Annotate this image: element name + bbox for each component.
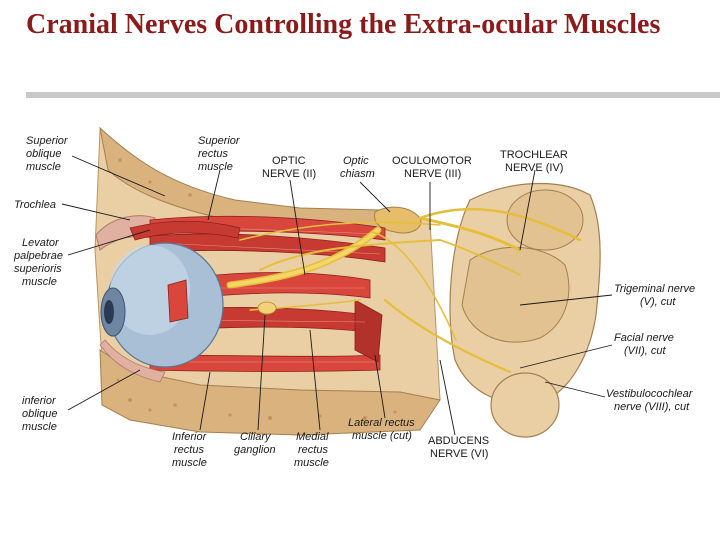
pupil: [104, 300, 114, 324]
label-lateral-rectus: Lateral rectus muscle (cut): [348, 417, 418, 442]
superior-oblique-over-eye: [129, 220, 241, 241]
slide-title: Cranial Nerves Controlling the Extra-ocu…: [26, 9, 661, 40]
cerebellum-lobe: [490, 372, 560, 438]
label-ciliary-ganglion: Ciliary ganglion: [234, 431, 276, 456]
optic-chiasm: [374, 206, 422, 234]
label-facial: Facial nerve (VII), cut: [614, 332, 677, 357]
label-superior-rectus: Superior rectus muscle: [198, 135, 243, 173]
medulla: [506, 189, 584, 251]
title-divider: [26, 92, 720, 98]
label-inferior-oblique: inferior oblique muscle: [22, 395, 61, 433]
insertion-stub: [167, 279, 189, 323]
anatomy-illustration: Superior oblique muscle Superior rectus …: [0, 100, 720, 540]
label-trochlea: Trochlea: [14, 199, 56, 211]
label-trigeminal: Trigeminal nerve (V), cut: [614, 283, 698, 308]
label-levator: Levator palpebrae superioris muscle: [13, 237, 66, 288]
label-vestibulocochlear: Vestibulocochlear nerve (VIII), cut: [606, 388, 695, 413]
ciliary-ganglion: [257, 301, 277, 315]
label-abducens: ABDUCENS NERVE (VI): [428, 435, 492, 460]
leader-lines: [61, 155, 613, 436]
labels: Superior oblique muscle Superior rectus …: [13, 135, 698, 469]
label-oculomotor: OCULOMOTOR NERVE (III): [392, 155, 475, 180]
inferior-oblique-tissue: [99, 339, 166, 383]
lower-bone-ridge: [99, 349, 441, 436]
anatomy-drawing: [94, 126, 601, 438]
label-medial-rectus: Medial rectus muscle: [294, 431, 331, 469]
label-superior-oblique: Superior oblique muscle: [26, 135, 71, 173]
nerves: [226, 207, 582, 374]
label-optic-chiasm: Optic chiasm: [340, 155, 375, 180]
label-trochlear: TROCHLEAR NERVE (IV): [500, 149, 571, 174]
pons: [461, 246, 570, 343]
label-inferior-rectus: Inferior rectus muscle: [172, 431, 209, 469]
bone-texture: [116, 158, 397, 420]
label-optic-nerve: OPTIC NERVE (II): [262, 155, 316, 180]
